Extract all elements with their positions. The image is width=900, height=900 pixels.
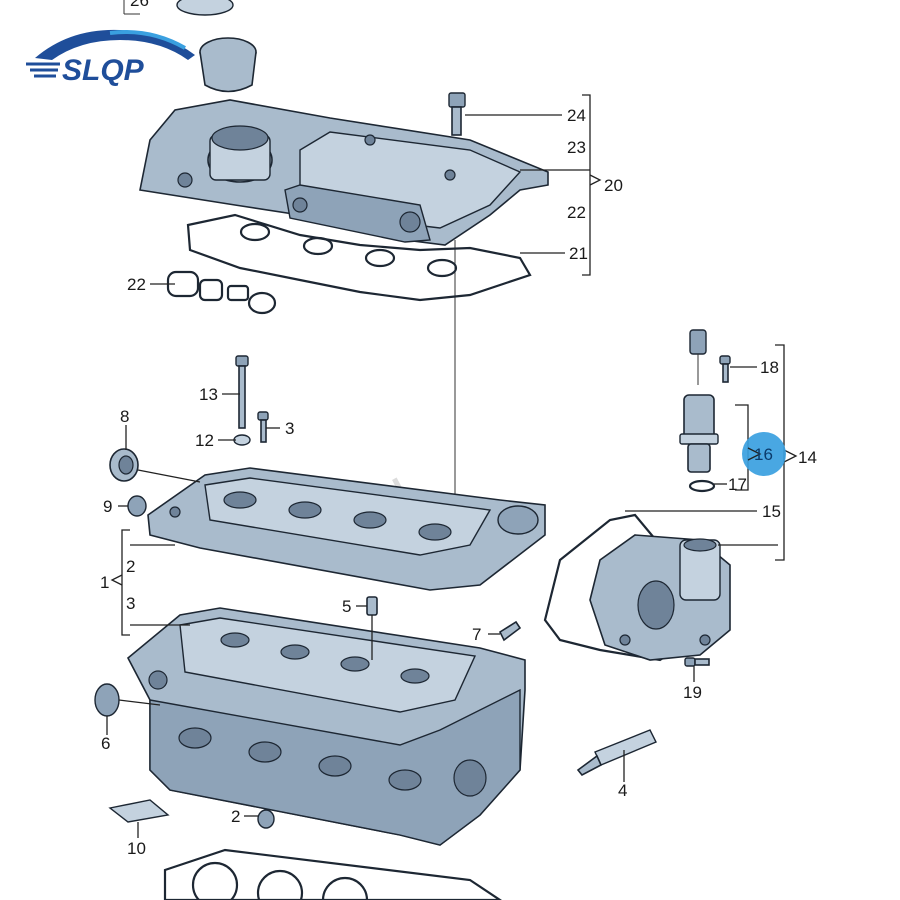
callout-7: 7	[472, 625, 481, 644]
bolt-13	[235, 355, 249, 429]
control-housing	[543, 513, 731, 662]
solenoid-valve	[679, 329, 719, 473]
plug-9	[127, 495, 147, 517]
callout-10: 10	[127, 839, 146, 858]
bracket-arrow-16	[747, 447, 762, 461]
callout-2-bottom: 2	[231, 807, 240, 826]
brand-logo: SLQP	[26, 29, 195, 87]
bolt-3	[257, 411, 269, 443]
callout-19: 19	[683, 683, 702, 702]
stud-7	[498, 620, 522, 642]
callout-6: 6	[101, 734, 110, 753]
oil-filler-neck	[123, 0, 257, 93]
sealant-tube-4	[576, 729, 657, 777]
callout-2-mid: 2	[126, 557, 135, 576]
callout-labels: 26 24 23 20 22 21 22 13 12 3 8 9 1 2 3 5…	[100, 0, 817, 858]
callout-22-right: 22	[567, 203, 586, 222]
callout-16: 16	[754, 445, 773, 464]
bolt-24	[448, 92, 466, 136]
logo-accent	[109, 30, 186, 50]
o-ring-17	[688, 479, 716, 493]
plug-6	[94, 683, 120, 717]
cylinder-head	[126, 607, 526, 846]
callout-17: 17	[728, 475, 747, 494]
callout-4: 4	[618, 781, 627, 800]
bolt-19	[684, 657, 710, 667]
callout-21: 21	[569, 244, 588, 263]
head-gasket	[163, 848, 502, 900]
callout-1: 1	[100, 573, 109, 592]
callout-18: 18	[760, 358, 779, 377]
callout-3-top: 3	[285, 419, 294, 438]
seal-8	[109, 448, 139, 482]
callout-12: 12	[195, 431, 214, 450]
callout-15-label: 15	[762, 502, 781, 521]
logo-text: SLQP	[62, 54, 145, 87]
callout-3-mid: 3	[126, 594, 135, 613]
callout-24: 24	[567, 106, 586, 125]
callout-14: 14	[798, 448, 817, 467]
callout-8: 8	[120, 407, 129, 426]
callout-23: 23	[567, 138, 586, 157]
small-gaskets	[166, 270, 277, 315]
washer-12	[233, 434, 251, 446]
bolt-18	[719, 355, 731, 383]
callout-13: 13	[199, 385, 218, 404]
cover-gasket	[186, 213, 532, 302]
plug-2	[257, 809, 275, 829]
callout-20: 20	[604, 176, 623, 195]
camshaft-housing	[147, 467, 546, 591]
callout-22-left: 22	[127, 275, 146, 294]
highlight-circle	[742, 432, 786, 476]
callout-9: 9	[103, 497, 112, 516]
cylinder-head-cover	[139, 99, 549, 505]
callout-26: 26	[130, 0, 149, 10]
dowel-5	[366, 596, 378, 616]
shim-10	[108, 799, 170, 823]
callout-5: 5	[342, 597, 351, 616]
